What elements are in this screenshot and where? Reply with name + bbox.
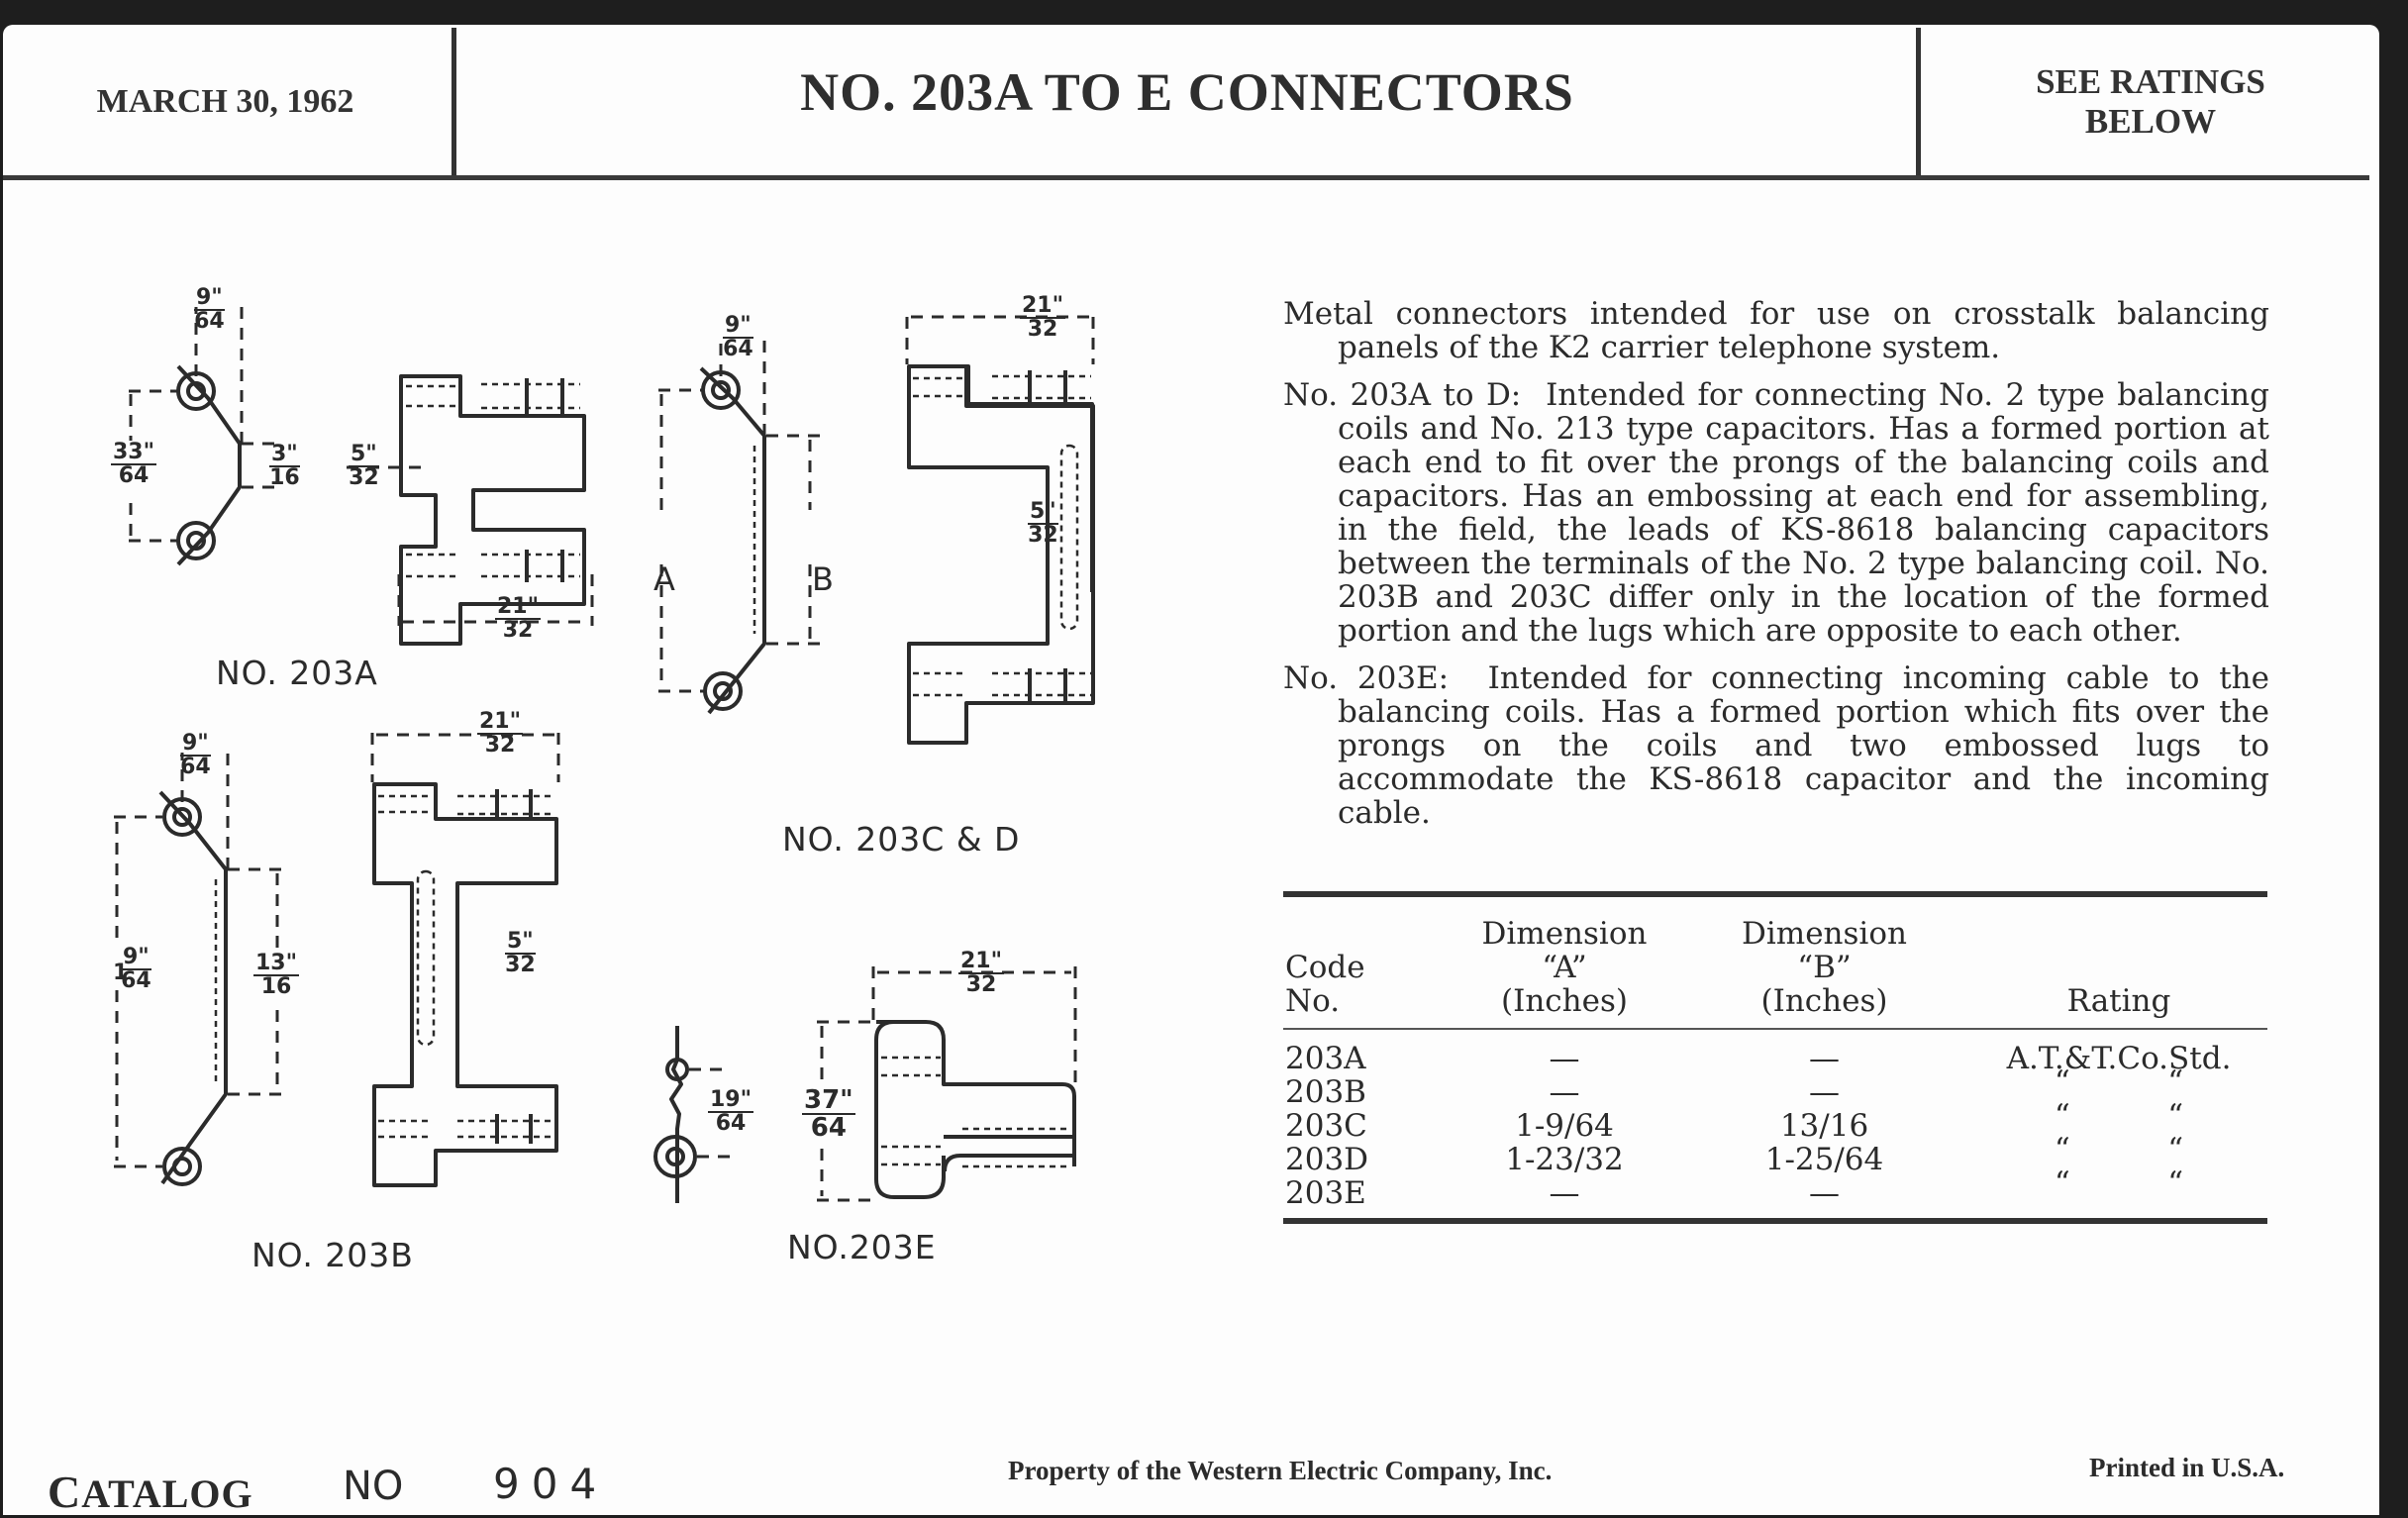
paragraph-lead: No. 203E: xyxy=(1283,660,1450,696)
header-code-line1: Code xyxy=(1285,950,1365,985)
catalog-initial: C xyxy=(48,1467,82,1517)
dim-203e-height: 37"64 xyxy=(802,1085,855,1143)
cell-code: 203E xyxy=(1285,1175,1366,1211)
dim-203e-pitch: 19"64 xyxy=(708,1087,754,1136)
paragraph-text: Intended for connecting incoming cable t… xyxy=(1338,660,2269,831)
figure-label-203b: NO. 203B xyxy=(251,1236,414,1274)
header-dim-b-line3: (Inches) xyxy=(1760,983,1888,1019)
cell-dimension-b: 13/16 xyxy=(1779,1108,1869,1144)
footer-printed: Printed in U.S.A. xyxy=(2089,1453,2285,1482)
header-code-line2: No. xyxy=(1285,983,1341,1019)
header-dim-a-line1: Dimension xyxy=(1481,916,1648,952)
cell-code: 203B xyxy=(1285,1074,1366,1110)
cell-rating: “ “ xyxy=(2054,1165,2184,1201)
header-divider-left xyxy=(452,28,456,178)
header-code: Code No. xyxy=(1285,951,1414,1018)
cell-rating: “ “ xyxy=(2054,1064,2184,1100)
header-dim-b-line1: Dimension xyxy=(1742,916,1907,952)
cell-code: 203C xyxy=(1285,1108,1367,1144)
dim-203a-height: 33"64 xyxy=(111,440,157,488)
top-view-203b xyxy=(370,733,560,1187)
cell-dimension-b: 1-25/64 xyxy=(1764,1142,1884,1177)
dim-203b-width: 21"32 xyxy=(477,709,524,758)
dim-203b-inner: 13"16 xyxy=(253,951,300,999)
header-rating: Rating xyxy=(2066,983,2171,1019)
cell-dimension-a: 1-23/32 xyxy=(1505,1142,1624,1177)
dim-203cd-top-width: 9"64 xyxy=(723,313,753,361)
table-header-rule xyxy=(1283,1028,2267,1030)
table-top-rule xyxy=(1283,891,2267,897)
cell-rating: “ “ xyxy=(2054,1098,2184,1134)
side-view-203b xyxy=(114,753,282,1186)
description-paragraph-203e: No. 203E: Intended for connecting incomi… xyxy=(1283,661,2269,830)
top-view-203e xyxy=(817,966,1077,1202)
drawing-203b xyxy=(114,733,560,1187)
dim-203a-top-width: 9"64 xyxy=(194,285,225,334)
figure-label-203c-d: NO. 203C & D xyxy=(782,820,1021,859)
paragraph-text: Intended for connecting No. 2 type balan… xyxy=(1338,377,2269,649)
page-title: NO. 203A TO E CONNECTORS xyxy=(800,62,1574,122)
dim-letter-a: A xyxy=(653,560,675,598)
header-rating-note: SEE RATINGS BELOW xyxy=(1923,28,2378,176)
dim-203a-slot: 5"32 xyxy=(349,442,379,490)
catalog-rest: ATALOG xyxy=(81,1471,253,1516)
top-view-203a xyxy=(347,374,594,646)
side-view-203a xyxy=(129,307,282,566)
dim-203b-height-whole: 1 xyxy=(113,961,129,985)
dim-203b-top-width: 9"64 xyxy=(180,731,211,779)
rating-note-line1: SEE RATINGS xyxy=(2036,62,2265,101)
cell-code: 203A xyxy=(1285,1041,1366,1076)
drawing-203e xyxy=(653,966,1077,1203)
footer-no-label: NO xyxy=(343,1464,404,1509)
dim-203b-height: 9"64 xyxy=(121,945,151,993)
header-dim-b-line2: “B” xyxy=(1797,950,1852,985)
header-dim-a-line2: “A” xyxy=(1542,950,1587,985)
cell-dimension-b: — xyxy=(1809,1175,1840,1211)
drawing-203a xyxy=(129,307,594,646)
header-dim-a-line3: (Inches) xyxy=(1501,983,1628,1019)
description-paragraph-203a-d: No. 203A to D: Intended for connecting N… xyxy=(1283,378,2269,648)
drawing-203c-d xyxy=(658,315,1095,745)
top-view-203c-d xyxy=(905,315,1095,745)
paragraph-lead: No. 203A to D: xyxy=(1283,377,1522,413)
header-rule xyxy=(3,175,2369,180)
cell-dimension-b: — xyxy=(1809,1074,1840,1110)
footer-catalog-label: CATALOG xyxy=(48,1466,253,1518)
figure-label-203e: NO.203E xyxy=(787,1228,937,1266)
dim-203b-bar: 5"32 xyxy=(505,929,536,977)
header-date: MARCH 30, 1962 xyxy=(96,83,354,120)
side-view-203c-d xyxy=(658,337,822,715)
figure-label-203a: NO. 203A xyxy=(216,654,378,692)
table-bottom-rule xyxy=(1283,1218,2267,1224)
dim-203a-offset: 3"16 xyxy=(269,442,300,490)
dim-203e-width: 21"32 xyxy=(958,949,1005,997)
description: Metal connectors intended for use on cro… xyxy=(1283,297,2269,844)
side-view-203e xyxy=(653,1026,731,1203)
header-dimension-a: Dimension “A” (Inches) xyxy=(1446,917,1683,1018)
dim-203cd-width: 21"32 xyxy=(1020,293,1066,342)
footer-catalog-number: 904 xyxy=(493,1460,609,1508)
cell-dimension-a: — xyxy=(1549,1041,1580,1076)
cell-dimension-a: — xyxy=(1549,1074,1580,1110)
cell-dimension-a: 1-9/64 xyxy=(1515,1108,1614,1144)
cell-rating: “ “ xyxy=(2054,1132,2184,1167)
dim-203cd-bar: 5"32 xyxy=(1028,499,1058,548)
dim-203a-width: 21"32 xyxy=(495,594,542,643)
cell-code: 203D xyxy=(1285,1142,1369,1177)
dim-letter-b: B xyxy=(812,560,834,598)
cell-dimension-b: — xyxy=(1809,1041,1840,1076)
footer-property: Property of the Western Electric Company… xyxy=(1008,1456,1553,1485)
header-dimension-b: Dimension “B” (Inches) xyxy=(1703,917,1946,1018)
description-intro: Metal connectors intended for use on cro… xyxy=(1283,296,2269,365)
cell-dimension-a: — xyxy=(1549,1175,1580,1211)
header-divider-right xyxy=(1916,28,1921,178)
rating-note-line2: BELOW xyxy=(2084,102,2217,141)
catalog-sheet xyxy=(3,25,2379,1515)
cell-rating: A.T.&T.Co.Std. xyxy=(2006,1041,2232,1076)
